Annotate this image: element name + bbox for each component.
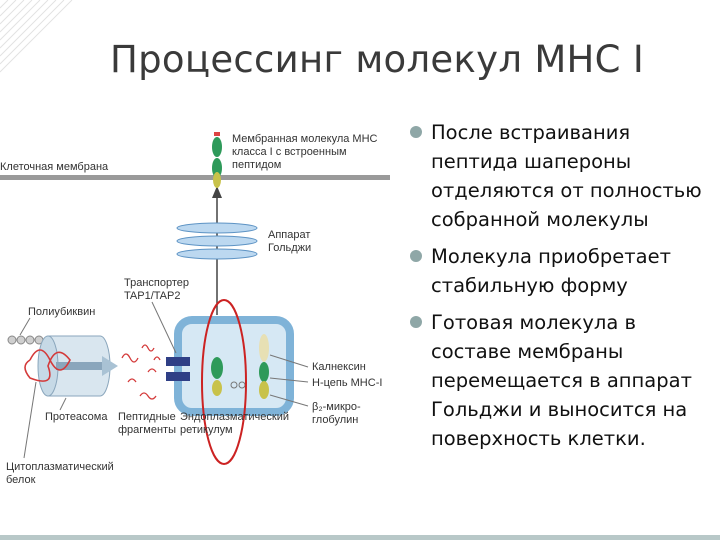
bullet-item: Молекула приобретает стабильную форму: [408, 242, 708, 300]
bullet-text: Готовая молекула в составе мембраны пере…: [431, 311, 692, 450]
heavy-chain-label: Н-цепь МНС-I: [312, 377, 382, 389]
golgi-apparatus: [176, 222, 258, 260]
membrane-mhc-molecule: [212, 132, 222, 188]
cell-membrane: [0, 175, 390, 180]
bottom-accent-bar: [0, 535, 720, 540]
slide-title: Процессинг молекул МНС I: [110, 38, 645, 81]
endoplasmic-reticulum: [174, 316, 294, 416]
calnexin-label: Калнексин: [312, 361, 366, 373]
er-label-2: ретикулум: [180, 424, 233, 436]
bullet-item: Готовая молекула в составе мембраны пере…: [408, 308, 708, 453]
bullet-text: Молекула приобретает стабильную форму: [431, 245, 671, 297]
b2m-label-2: глобулин: [312, 414, 358, 426]
bullet-dot-icon: [410, 316, 422, 328]
highlight-oval: [201, 299, 247, 465]
proteasome-label: Протеасома: [45, 411, 108, 423]
mhc-processing-diagram: Клеточная мембрана Мембранная молекула М…: [0, 132, 390, 486]
cyto-label-2: белок: [6, 474, 36, 486]
proteasome: [37, 335, 118, 397]
cyto-label-1: Цитоплазматический: [6, 461, 114, 473]
arrow-head: [212, 186, 222, 198]
peptide-fragments: [121, 344, 161, 400]
tap-transporter: [166, 357, 190, 381]
golgi-label-1: Аппарат: [268, 229, 310, 241]
bullet-dot-icon: [410, 250, 422, 262]
corner-decoration: [0, 0, 73, 73]
membrane-label: Клеточная мембрана: [0, 161, 109, 173]
peptides-label-1: Пептидные: [118, 411, 176, 423]
bullet-list: После встраивания пептида шапероны отдел…: [408, 118, 708, 461]
bullet-text: После встраивания пептида шапероны отдел…: [431, 121, 702, 231]
peptides-label-2: фрагменты: [118, 424, 176, 436]
b2m-label-1: β₂-микро-: [312, 401, 361, 413]
mhc-label-3: пептидом: [232, 159, 281, 171]
bullet-item: После встраивания пептида шапероны отдел…: [408, 118, 708, 234]
er-mhc-molecule: [211, 334, 269, 399]
bullet-dot-icon: [410, 126, 422, 138]
tap-label-2: TAP1/TAP2: [124, 290, 180, 302]
golgi-label-2: Гольджи: [268, 242, 311, 254]
mhc-label-2: класса I с встроенным: [232, 146, 347, 158]
er-label-1: Эндоплазматический: [180, 411, 289, 423]
mhc-label-1: Мембранная молекула МНС: [232, 133, 378, 145]
polyubiquitin-label: Полиубиквин: [28, 306, 95, 318]
polyubiquitin-chain: [7, 335, 44, 345]
tap-label-1: Транспортер: [124, 277, 189, 289]
cytoplasmic-protein: [24, 349, 71, 382]
